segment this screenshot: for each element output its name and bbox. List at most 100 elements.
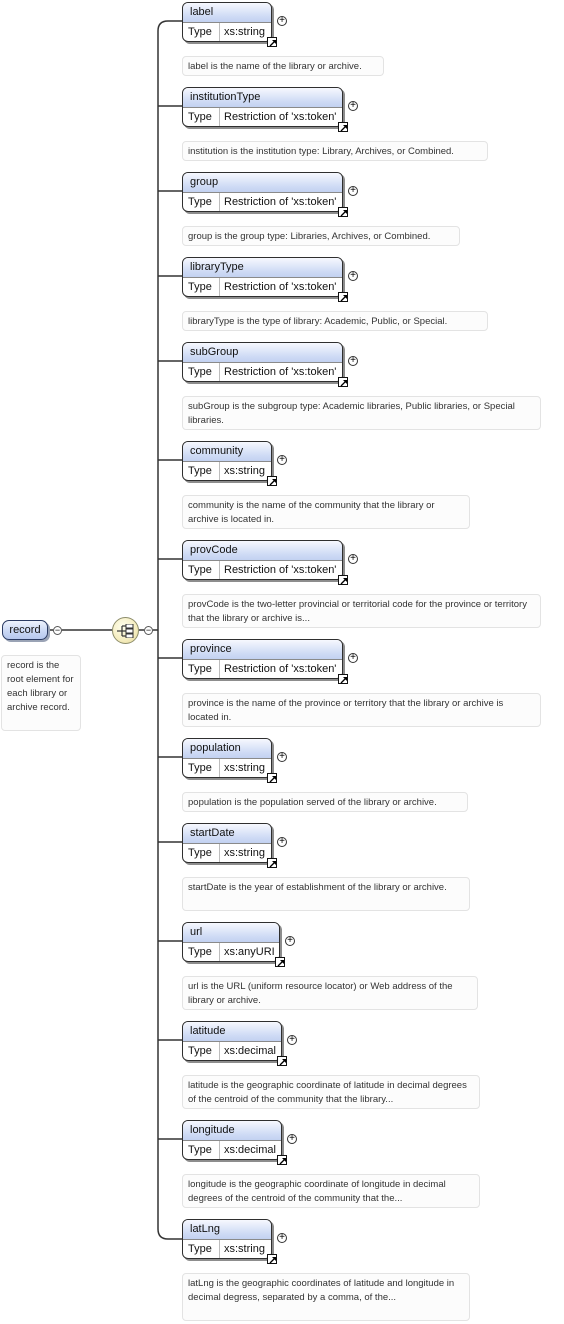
type-label: Type [188,366,212,378]
expand-plus-icon[interactable]: + [277,1233,287,1243]
element-type-row: Type Restriction of 'xs:token' [183,363,342,381]
type-value: xs:string [219,462,265,480]
element-description: longitude is the geographic coordinate o… [182,1174,480,1208]
type-link-arrow-icon[interactable] [277,1155,287,1165]
type-label: Type [188,663,212,675]
type-link-arrow-icon[interactable] [267,773,277,783]
type-label: Type [188,946,212,958]
type-value: xs:string [219,23,265,41]
type-link-arrow-icon[interactable] [267,37,277,47]
expand-plus-icon[interactable]: + [348,271,358,281]
type-link-arrow-icon[interactable] [277,1056,287,1066]
type-value: Restriction of 'xs:token' [219,660,336,678]
element-type-row: Type xs:string [183,1240,271,1258]
expand-plus-icon[interactable]: + [287,1035,297,1045]
type-link-arrow-icon[interactable] [275,957,285,967]
element-type-row: Type xs:decimal [183,1141,281,1159]
element-name: url [183,923,279,943]
element-type-row: Type xs:string [183,23,271,41]
type-link-arrow-icon[interactable] [338,377,348,387]
type-label: Type [188,762,212,774]
type-label: Type [188,1045,212,1057]
type-value: xs:decimal [219,1141,276,1159]
type-link-arrow-icon[interactable] [338,207,348,217]
element-name: provCode [183,541,342,561]
type-link-arrow-icon[interactable] [338,575,348,585]
expand-plus-icon[interactable]: + [277,455,287,465]
type-value: xs:string [219,1240,265,1258]
element-name: longitude [183,1121,281,1141]
type-label: Type [188,281,212,293]
element-name: latitude [183,1022,281,1042]
element-type-row: Type xs:string [183,759,271,777]
element-description: community is the name of the community t… [182,495,470,529]
type-link-arrow-icon[interactable] [338,292,348,302]
type-link-arrow-icon[interactable] [267,858,277,868]
type-value: Restriction of 'xs:token' [219,561,336,579]
type-label: Type [188,564,212,576]
element-name: province [183,640,342,660]
element-name: label [183,3,271,23]
type-value: Restriction of 'xs:token' [219,193,336,211]
element-name: subGroup [183,343,342,363]
element-type-row: Type Restriction of 'xs:token' [183,561,342,579]
element-description: institution is the institution type: Lib… [182,141,488,161]
element-description: label is the name of the library or arch… [182,56,384,76]
expand-plus-icon[interactable]: + [348,186,358,196]
expand-plus-icon[interactable]: + [348,101,358,111]
element-name: libraryType [183,258,342,278]
sequence-compositor-icon[interactable] [112,617,139,644]
expand-plus-icon[interactable]: + [348,653,358,663]
expand-plus-icon[interactable]: + [277,16,287,26]
expand-plus-icon[interactable]: + [348,356,358,366]
element-type-row: Type xs:string [183,462,271,480]
expand-plus-icon[interactable]: + [285,936,295,946]
type-label: Type [188,1243,212,1255]
type-link-arrow-icon[interactable] [267,1254,277,1264]
type-value: xs:string [219,759,265,777]
expand-plus-icon[interactable]: + [277,837,287,847]
type-link-arrow-icon[interactable] [338,674,348,684]
expand-plus-icon[interactable]: + [277,752,287,762]
type-label: Type [188,1144,212,1156]
type-label: Type [188,465,212,477]
type-value: xs:anyURI [219,943,275,961]
type-link-arrow-icon[interactable] [338,122,348,132]
root-collapse-icon[interactable]: − [53,625,62,635]
type-link-arrow-icon[interactable] [267,476,277,486]
type-value: xs:decimal [219,1042,276,1060]
element-name: startDate [183,824,271,844]
element-description: group is the group type: Libraries, Arch… [182,226,460,246]
root-element-record[interactable]: record [2,620,48,640]
expand-plus-icon[interactable]: + [287,1134,297,1144]
type-label: Type [188,26,212,38]
type-label: Type [188,111,212,123]
type-value: Restriction of 'xs:token' [219,363,336,381]
expand-plus-icon[interactable]: + [348,554,358,564]
sequence-collapse-icon[interactable]: − [144,625,153,635]
root-description: record is the root element for each libr… [1,655,81,731]
element-name: latLng [183,1220,271,1240]
element-type-row: Type xs:decimal [183,1042,281,1060]
element-description: subGroup is the subgroup type: Academic … [182,396,541,430]
element-description: latLng is the geographic coordinates of … [182,1273,470,1321]
